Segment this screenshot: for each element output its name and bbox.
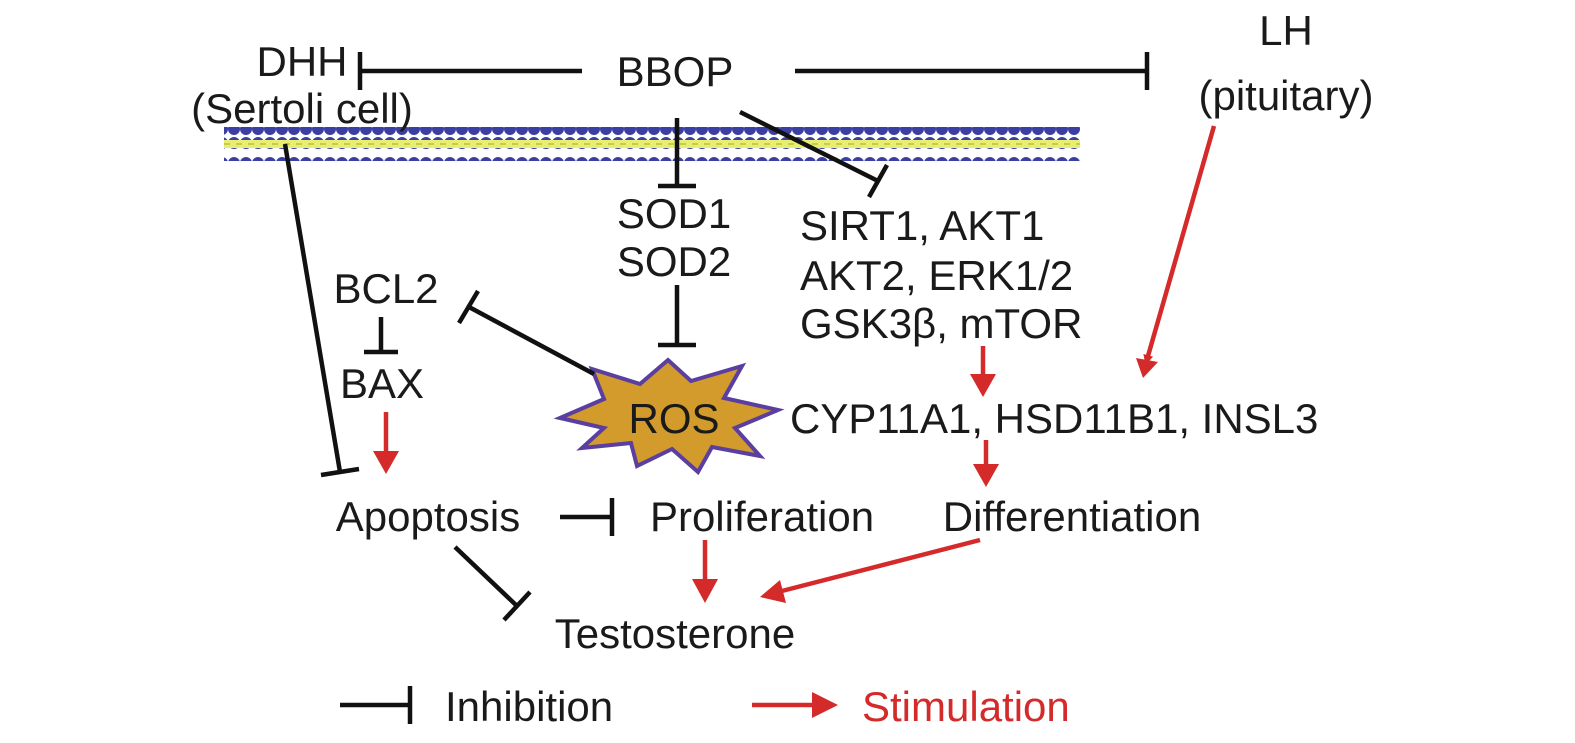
node-sod1: SOD1 xyxy=(617,190,731,237)
node-sirt-line-2: AKT2, ERK1/2 xyxy=(800,252,1073,299)
edge-bbop-inhibits-sod xyxy=(658,118,696,189)
cell-membrane xyxy=(224,127,1080,161)
node-sirt-line-3: GSK3β, mTOR xyxy=(800,300,1082,347)
legend-stimulation-symbol xyxy=(752,692,838,718)
legend: Inhibition Stimulation xyxy=(340,683,1070,730)
node-lh-subtitle: (pituitary) xyxy=(1198,72,1373,119)
node-bax: BAX xyxy=(340,360,424,407)
node-differentiation: Differentiation xyxy=(943,493,1201,540)
node-ros: ROS xyxy=(628,395,719,442)
legend-stimulation-label: Stimulation xyxy=(862,683,1070,730)
node-sirt-line-1: SIRT1, AKT1 xyxy=(800,202,1044,249)
legend-inhibition-symbol xyxy=(340,686,413,724)
edge-proliferation-stimulates-testosterone xyxy=(692,540,718,603)
node-dhh-subtitle: (Sertoli cell) xyxy=(191,85,413,132)
edge-bbop-inhibits-dhh xyxy=(357,52,582,90)
edge-bcl2-inhibits-bax xyxy=(364,317,398,355)
node-dhh: DHH xyxy=(257,38,348,85)
edge-ros-inhibits-bcl2 xyxy=(457,289,596,376)
node-apoptosis: Apoptosis xyxy=(336,493,520,540)
edge-bbop-inhibits-lh xyxy=(795,52,1150,90)
node-sod2: SOD2 xyxy=(617,238,731,285)
edge-lh-stimulates-cyp xyxy=(1136,125,1217,378)
edge-apoptosis-inhibits-testosterone xyxy=(453,545,532,622)
edge-dhh-inhibits-apoptosis xyxy=(282,143,360,478)
legend-inhibition-label: Inhibition xyxy=(445,683,613,730)
edge-sod-inhibits-ros xyxy=(658,285,696,348)
ros-burst-shape xyxy=(553,357,785,476)
edge-differentiation-stimulates-testosterone xyxy=(760,537,981,603)
node-lh: LH xyxy=(1259,7,1313,54)
node-proliferation: Proliferation xyxy=(650,493,874,540)
edge-cyp-stimulates-differentiation xyxy=(973,440,999,487)
node-bcl2: BCL2 xyxy=(333,265,438,312)
edge-sirt-stimulates-cyp xyxy=(970,346,996,397)
node-cyp-group: CYP11A1, HSD11B1, INSL3 xyxy=(790,395,1318,442)
edge-apoptosis-inhibits-proliferation xyxy=(560,498,615,536)
node-testosterone: Testosterone xyxy=(555,610,795,657)
edge-bbop-inhibits-sirt xyxy=(738,109,889,199)
edge-bax-stimulates-apoptosis xyxy=(373,412,399,474)
node-bbop: BBOP xyxy=(617,48,734,95)
